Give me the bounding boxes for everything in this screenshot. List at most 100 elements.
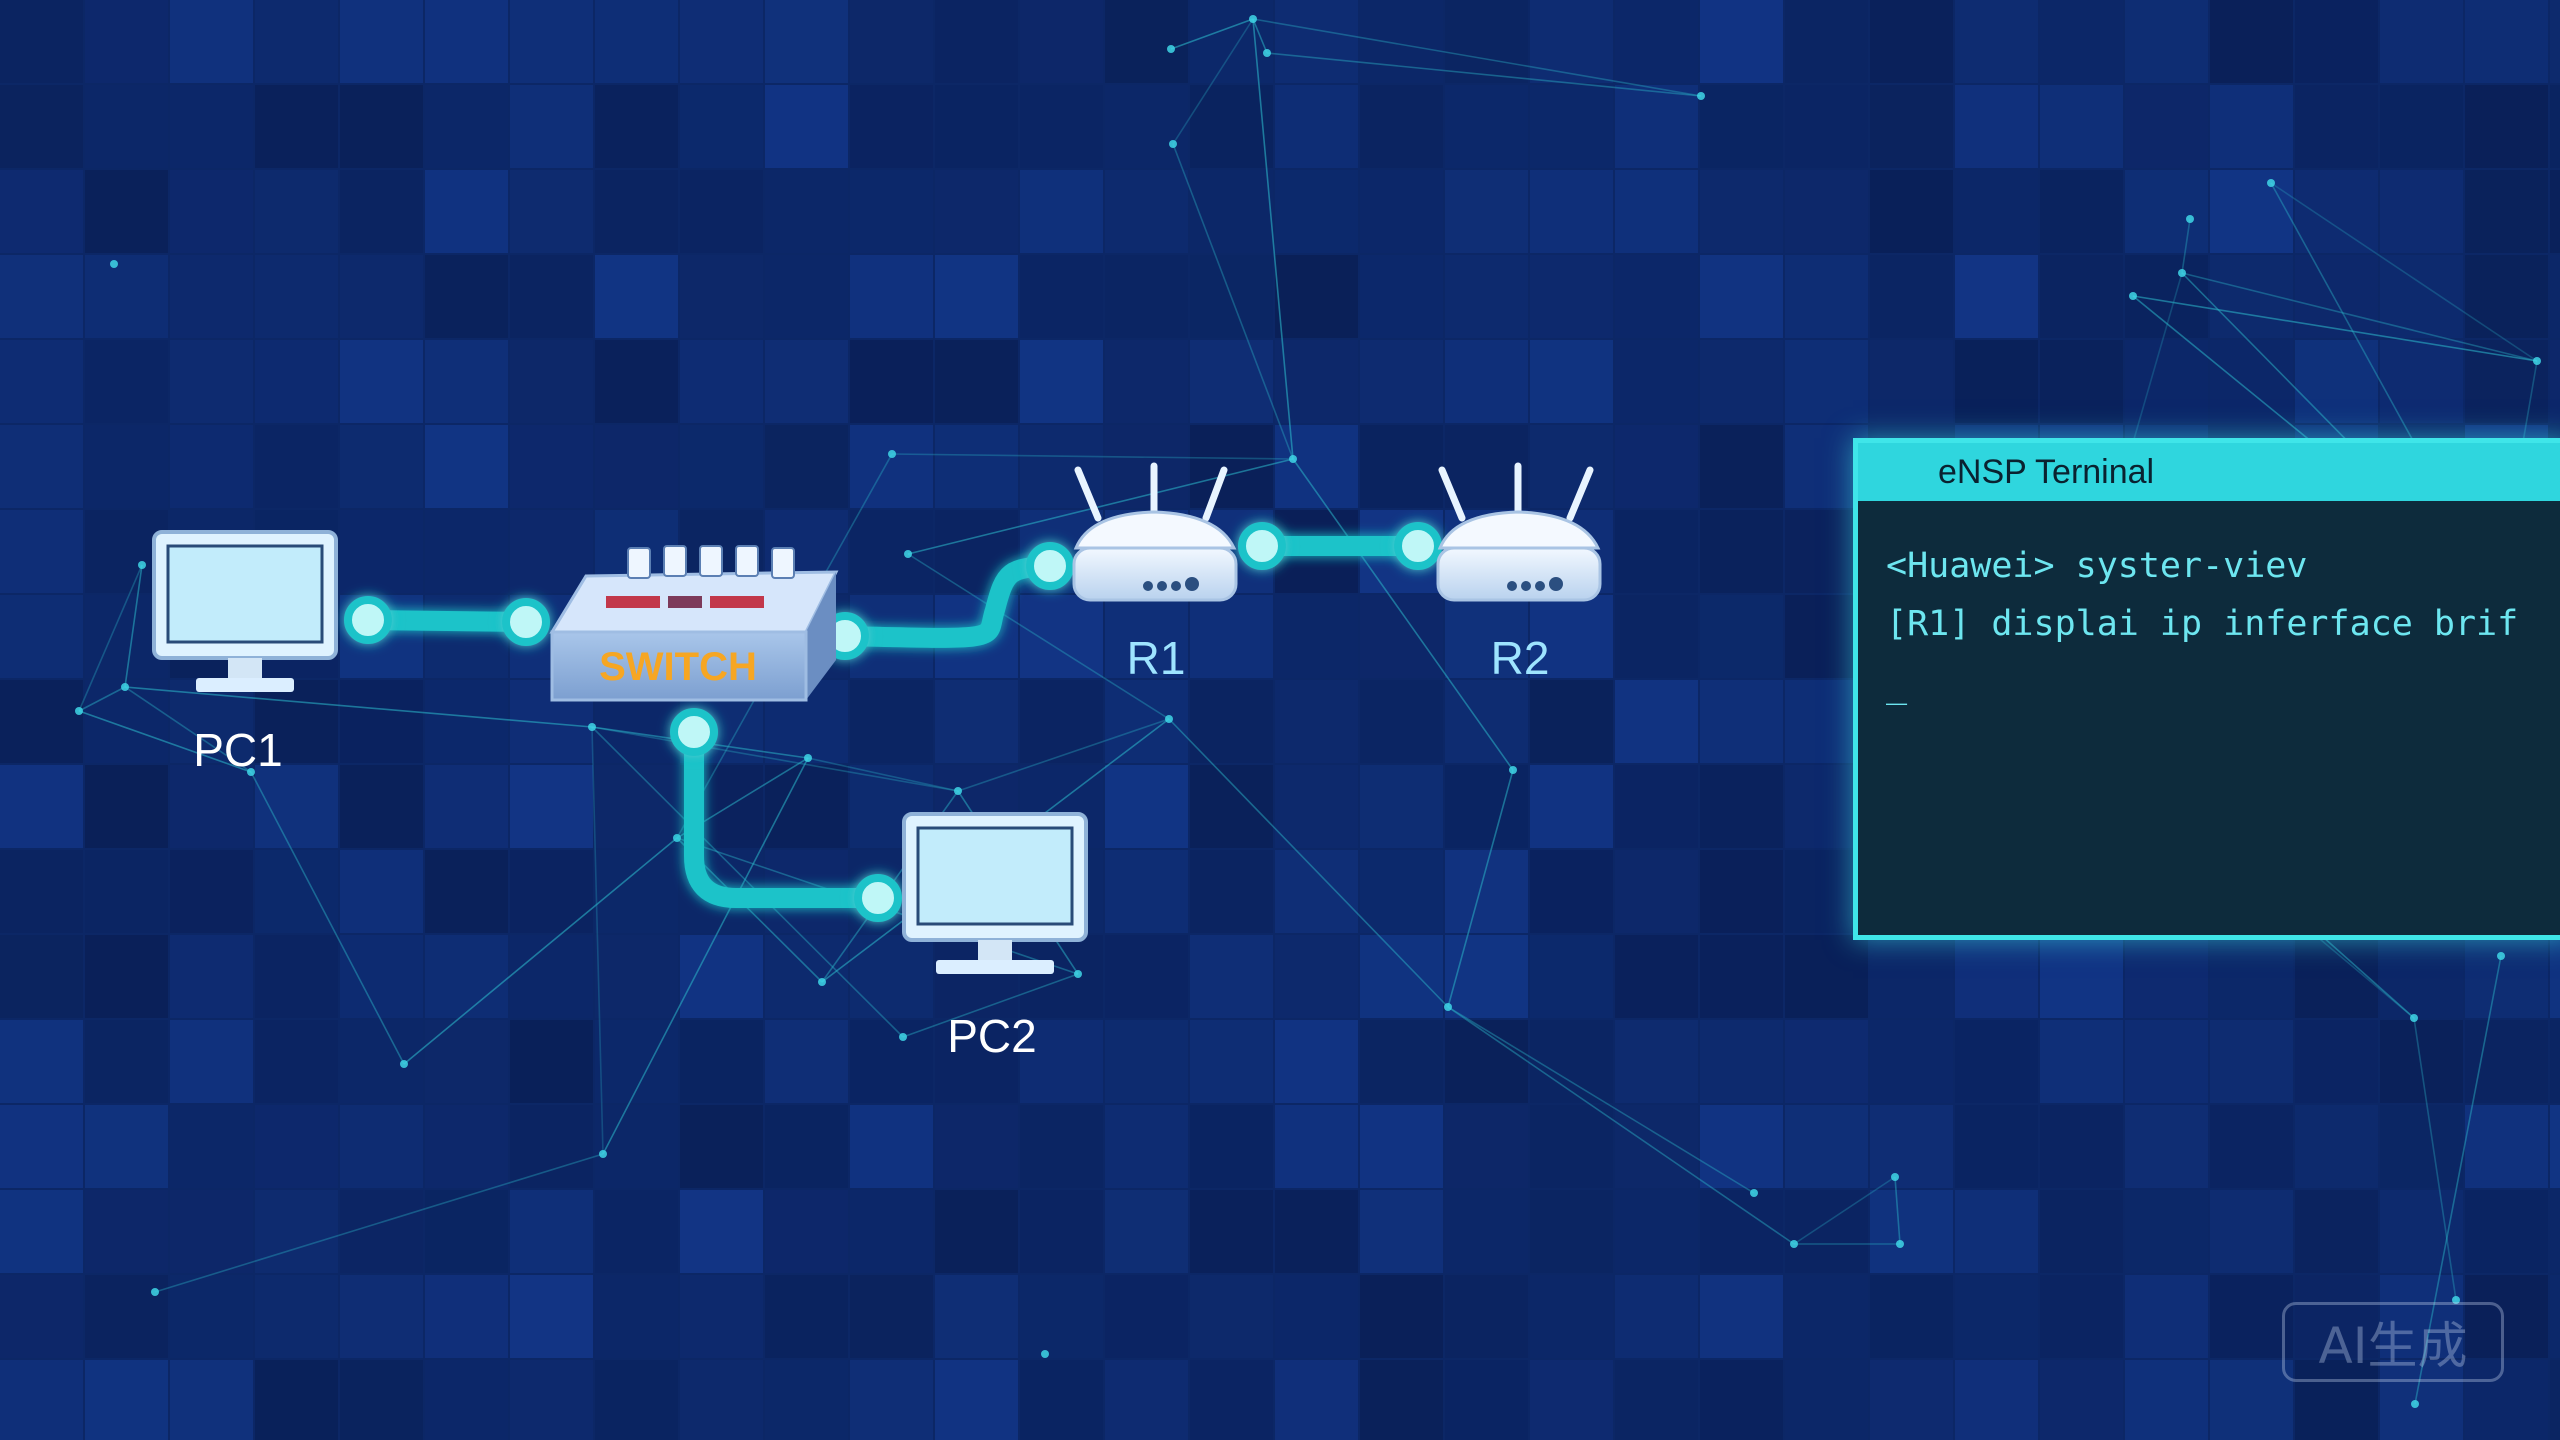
background-tile [510,85,593,168]
background-tile [680,1105,763,1188]
background-tile [2040,0,2123,83]
background-tile [1445,1190,1528,1273]
switch-status-leds [606,596,764,608]
background-tile [850,1360,933,1440]
background-tile [1360,935,1443,1018]
background-tile [1785,1360,1868,1440]
background-tile [935,1020,1018,1103]
background-tile [1785,1275,1868,1358]
background-tile [425,765,508,848]
link-switch-r1 [835,556,1060,648]
background-tile [765,255,848,338]
mesh-node [138,561,146,569]
background-tile [1275,85,1358,168]
background-tile [1615,0,1698,83]
background-tile [1020,1105,1103,1188]
background-tile [2125,340,2208,423]
background-tile [85,0,168,83]
terminal-output[interactable]: <Huawei> syster-viev [R1] displai ip inf… [1858,501,2560,715]
background-tile [765,1020,848,1103]
mesh-line [2181,218,2191,274]
monitor-icon [902,812,1088,974]
background-tile [1615,170,1698,253]
background-tile [85,850,168,933]
background-tile [1615,255,1698,338]
background-tile [2295,170,2378,253]
background-tile [1105,1190,1188,1273]
router-icon [1436,462,1602,602]
background-tile [1105,0,1188,83]
background-tile [1105,85,1188,168]
background-tile [1615,680,1698,763]
pc2-device[interactable]: PC2 [902,812,1088,1062]
background-tile [1190,1020,1273,1103]
background-tile [170,170,253,253]
background-tile [2465,1190,2548,1273]
background-tile [0,510,83,593]
mesh-node [954,787,962,795]
terminal-window[interactable]: eNSP Terninal <Huawei> syster-viev [R1] … [1853,438,2560,940]
background-tile [1785,170,1868,253]
terminal-line: <Huawei> syster-viev [1886,546,2308,586]
background-tile [680,1190,763,1273]
background-tile [1870,1275,1953,1358]
background-tile [0,1360,83,1440]
background-tile [340,85,423,168]
background-tile [170,1360,253,1440]
background-tile [2040,1190,2123,1273]
background-tile [2380,170,2463,253]
background-tile [170,0,253,83]
background-tile [2040,1360,2123,1440]
background-tile [1360,0,1443,83]
background-tile [2210,1105,2293,1188]
background-tile [170,1190,253,1273]
background-tile [1275,1105,1358,1188]
background-tile [2040,170,2123,253]
background-tile [595,765,678,848]
switch-device[interactable]: SWITCH [549,545,839,702]
port-node [854,874,902,922]
background-tile [1190,850,1273,933]
background-tile [595,1105,678,1188]
background-tile [1275,935,1358,1018]
background-tile [510,255,593,338]
mesh-node [1896,1240,1904,1248]
mesh-line [78,564,143,712]
pc1-device[interactable]: PC1 [152,530,338,776]
background-tile [680,0,763,83]
background-tile [1870,0,1953,83]
background-tile [1530,1190,1613,1273]
background-tile [1700,765,1783,848]
r2-device[interactable]: R2 [1436,462,1602,684]
mesh-node [1249,15,1257,23]
mesh-node [1074,970,1082,978]
background-tile [1445,765,1528,848]
background-tile [425,1275,508,1358]
r1-device[interactable]: R1 [1072,462,1238,684]
background-tile [0,765,83,848]
background-tile [1360,170,1443,253]
background-tile [425,1020,508,1103]
background-tile [1955,85,2038,168]
background-tile [1445,935,1528,1018]
background-tile [595,0,678,83]
mesh-node [2186,215,2194,223]
terminal-titlebar[interactable]: eNSP Terninal [1858,443,2560,501]
background-tile [1955,1360,2038,1440]
background-tile [595,850,678,933]
background-tile [1530,255,1613,338]
background-tile [255,1020,338,1103]
background-tile [0,850,83,933]
background-tile [2295,1020,2378,1103]
background-tile [510,1105,593,1188]
background-tile [2125,1020,2208,1103]
mesh-node [1289,455,1297,463]
background-tile [2040,1020,2123,1103]
background-tile [2040,1275,2123,1358]
background-tile [340,680,423,763]
background-tile [680,340,763,423]
background-tile [2380,255,2463,338]
mesh-node [2267,179,2275,187]
background-tile [2380,935,2463,1018]
background-tile [1105,1275,1188,1358]
